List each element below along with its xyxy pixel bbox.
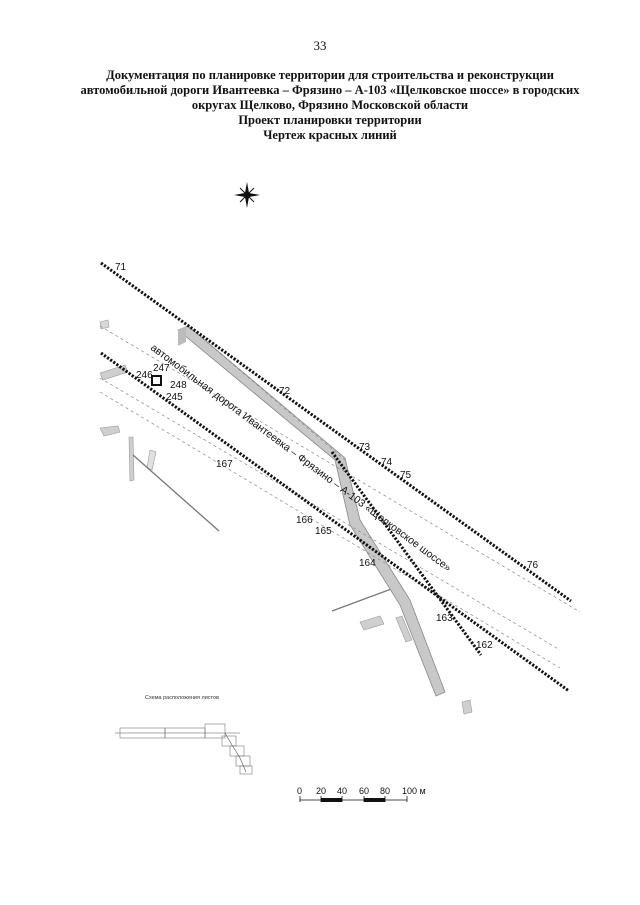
point-label: 166 — [296, 515, 313, 526]
boundary-line — [132, 454, 220, 532]
point-label: 163 — [436, 613, 453, 624]
scale-tick-label: 20 — [316, 786, 326, 796]
road-surface — [177, 325, 446, 697]
point-label: 72 — [279, 386, 291, 397]
point-label: 247 — [153, 363, 170, 374]
point-label: 74 — [381, 457, 393, 468]
north-arrow-icon — [234, 182, 260, 208]
point-label: 71 — [115, 262, 127, 273]
header-title-line-3: округах Щелково, Фрязино Московской обла… — [191, 98, 469, 112]
document-header: Документация по планировке территории дл… — [60, 68, 600, 143]
road-name-label: автомобильная дорога Ивантеевка – Фрязин… — [148, 342, 453, 575]
red-line-north — [100, 261, 572, 603]
boundary-line — [331, 587, 395, 612]
inset-title: Схема расположения листов — [145, 695, 219, 701]
header-title-line-1: Документация по планировке территории дл… — [106, 68, 554, 82]
point-label: 73 — [359, 442, 371, 453]
scale-tick-label: 40 — [337, 786, 347, 796]
header-title-line-2: автомобильной дороги Ивантеевка – Фрязин… — [80, 83, 580, 97]
point-label: 76 — [527, 560, 539, 571]
point-labels: 71 72 73 74 75 76 167 166 165 164 163 16… — [115, 262, 539, 651]
background-parcels — [99, 319, 473, 715]
road-edge-lines — [99, 325, 581, 669]
point-label: 246 — [136, 370, 153, 381]
point-label: 165 — [315, 526, 332, 537]
point-label: 162 — [476, 640, 493, 651]
point-label: 164 — [359, 558, 376, 569]
point-label: 167 — [216, 459, 233, 470]
point-label: 75 — [400, 470, 412, 481]
header-drawing-name: Чертеж красных линий — [263, 128, 397, 142]
inset-sheets — [115, 723, 253, 775]
sheet-layout-inset: Схема расположения листов — [115, 695, 253, 775]
parcel-marker — [151, 375, 162, 386]
scale-tick-label: 100 м — [402, 786, 426, 796]
scale-tick-label: 80 — [380, 786, 390, 796]
scale-bar: 0 20 40 60 80 100 м — [297, 786, 426, 802]
page-number: 33 — [313, 38, 327, 53]
point-label: 245 — [166, 392, 183, 403]
scale-tick-label: 0 — [297, 786, 302, 796]
red-lines — [100, 261, 572, 693]
header-subtitle: Проект планировки территории — [238, 113, 422, 127]
point-label: 248 — [170, 380, 187, 391]
red-line-south — [100, 351, 570, 693]
scale-tick-label: 60 — [359, 786, 369, 796]
red-line-cross — [330, 451, 483, 656]
